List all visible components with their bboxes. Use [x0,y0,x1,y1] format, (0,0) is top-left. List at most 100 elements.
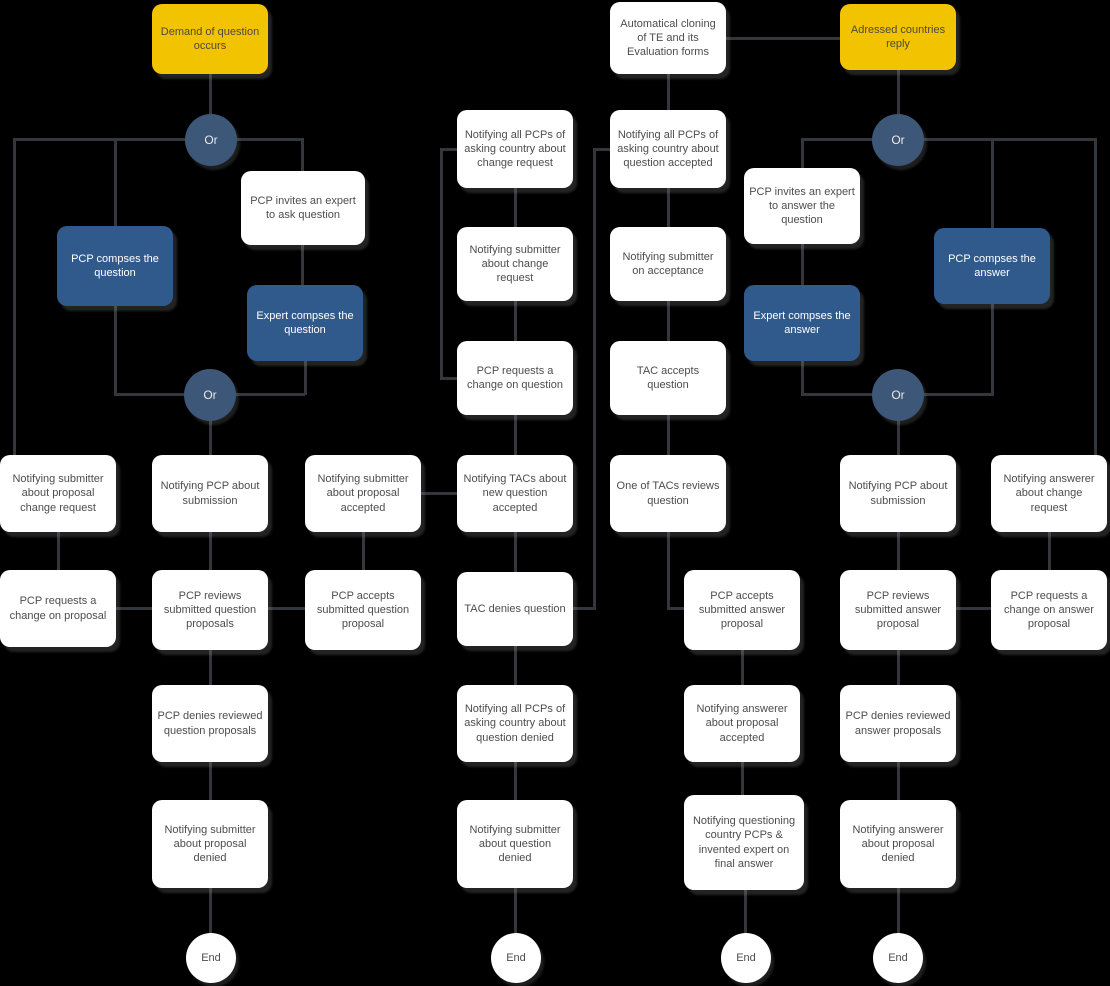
connector-line [667,532,670,608]
node-expert-composes-answer: Expert compses the answer [744,285,860,361]
node-addressed-countries-reply: Adressed countries reply [840,4,956,70]
node-pcp-invites-expert-answer: PCP invites an expert to answer the ques… [744,168,860,244]
connector-line [301,138,304,172]
node-pcp-composes-question: PCP compses the question [57,226,173,306]
connector-line [114,393,186,396]
node-pcp-denies-answer-proposals: PCP denies reviewed answer proposals [840,685,956,762]
connector-line [421,492,458,495]
or-gateway-1: Or [185,114,237,166]
connector-line [923,393,992,396]
node-notify-pcps-change-request: Notifying all PCPs of asking country abo… [457,110,573,188]
connector-line [235,393,305,396]
node-pcp-composes-answer: PCP compses the answer [934,228,1050,304]
connector-line [514,888,517,934]
connector-line [235,138,302,141]
node-notify-submitter-acceptance: Notifying submitter on acceptance [610,227,726,301]
connector-line [667,74,670,111]
connector-line [209,762,212,801]
connector-line [514,415,517,456]
connector-line [802,393,873,396]
connector-line [744,890,747,934]
connector-line [514,188,517,228]
connector-line [726,37,840,40]
connector-line [897,650,900,686]
end-node-3: End [721,933,771,983]
connector-line [116,607,153,610]
connector-line [897,762,900,801]
node-pcp-requests-change-answer: PCP requests a change on answer proposal [991,570,1107,650]
connector-line [209,650,212,686]
connector-line [923,138,1096,141]
connector-line [514,646,517,686]
connector-line [667,188,670,228]
node-automatical-cloning: Automatical cloning of TE and its Evalua… [610,2,726,74]
connector-line [301,245,304,286]
connector-line [956,607,992,610]
connector-line [667,607,685,610]
node-notify-submitter-proposal-denied: Notifying submitter about proposal denie… [152,800,268,888]
node-pcp-reviews-answer-proposal: PCP reviews submitted answer proposal [840,570,956,650]
node-notify-pcps-question-accepted: Notifying all PCPs of asking country abo… [610,110,726,188]
connector-line [593,148,596,608]
connector-line [440,377,458,380]
connector-line [991,304,994,396]
node-pcp-requests-change-question: PCP requests a change on question [457,341,573,415]
end-node-1: End [186,933,236,983]
node-pcp-reviews-question-proposals: PCP reviews submitted question proposals [152,570,268,650]
connector-line [667,415,670,456]
connector-line [57,532,60,571]
node-notify-submitter-question-denied: Notifying submitter about question denie… [457,800,573,888]
node-notify-pcp-submission-question: Notifying PCP about submission [152,455,268,532]
end-node-4: End [873,933,923,983]
node-tac-denies-question: TAC denies question [457,572,573,646]
connector-line [362,532,365,571]
node-notify-tacs-new-question: Notifying TACs about new question accept… [457,455,573,532]
connector-line [514,532,517,573]
connector-line [304,361,307,395]
or-gateway-4: Or [872,369,924,421]
node-pcp-denies-question-proposals: PCP denies reviewed question proposals [152,685,268,762]
connector-line [741,650,744,686]
connector-line [13,138,16,456]
node-notify-answerer-proposal-accepted: Notifying answerer about proposal accept… [684,685,800,762]
connector-line [593,148,611,151]
connector-line [440,148,443,379]
connector-line [440,148,458,151]
connector-line [268,607,306,610]
connector-line [514,301,517,342]
node-pcp-requests-change-proposal: PCP requests a change on proposal [0,570,116,647]
connector-line [801,361,804,396]
connector-line [573,607,596,610]
connector-line [14,138,187,141]
connector-line [209,888,212,934]
node-pcp-invites-expert-ask: PCP invites an expert to ask question [241,171,365,245]
node-notify-questioning-country: Notifying questioning country PCPs & inv… [684,795,804,890]
node-notify-submitter-proposal-change: Notifying submitter about proposal chang… [0,455,116,532]
connector-line [991,138,994,229]
node-notify-answerer-change-request: Notifying answerer about change request [991,455,1107,532]
node-notify-answerer-proposal-denied: Notifying answerer about proposal denied [840,800,956,888]
node-notify-submitter-proposal-accepted: Notifying submitter about proposal accep… [305,455,421,532]
node-notify-pcp-submission-answer: Notifying PCP about submission [840,455,956,532]
connector-line [897,532,900,571]
connector-line [1094,138,1097,456]
node-expert-composes-question: Expert compses the question [247,285,363,361]
connector-line [209,74,212,116]
connector-line [897,70,900,116]
connector-line [801,138,804,169]
node-notify-submitter-change-request: Notifying submitter about change request [457,227,573,301]
node-pcp-accepts-answer-proposal: PCP accepts submitted answer proposal [684,570,800,650]
connector-line [802,138,873,141]
connector-line [514,762,517,801]
or-gateway-2: Or [184,369,236,421]
or-gateway-3: Or [872,114,924,166]
connector-line [801,244,804,286]
node-demand-of-question-occurs: Demand of question occurs [152,4,268,74]
node-notify-pcps-question-denied: Notifying all PCPs of asking country abo… [457,685,573,762]
node-one-tac-reviews-question: One of TACs reviews question [610,455,726,532]
connector-line [114,306,117,396]
connector-line [1048,532,1051,571]
node-pcp-accepts-question-proposal: PCP accepts submitted question proposal [305,570,421,650]
connector-line [667,301,670,342]
